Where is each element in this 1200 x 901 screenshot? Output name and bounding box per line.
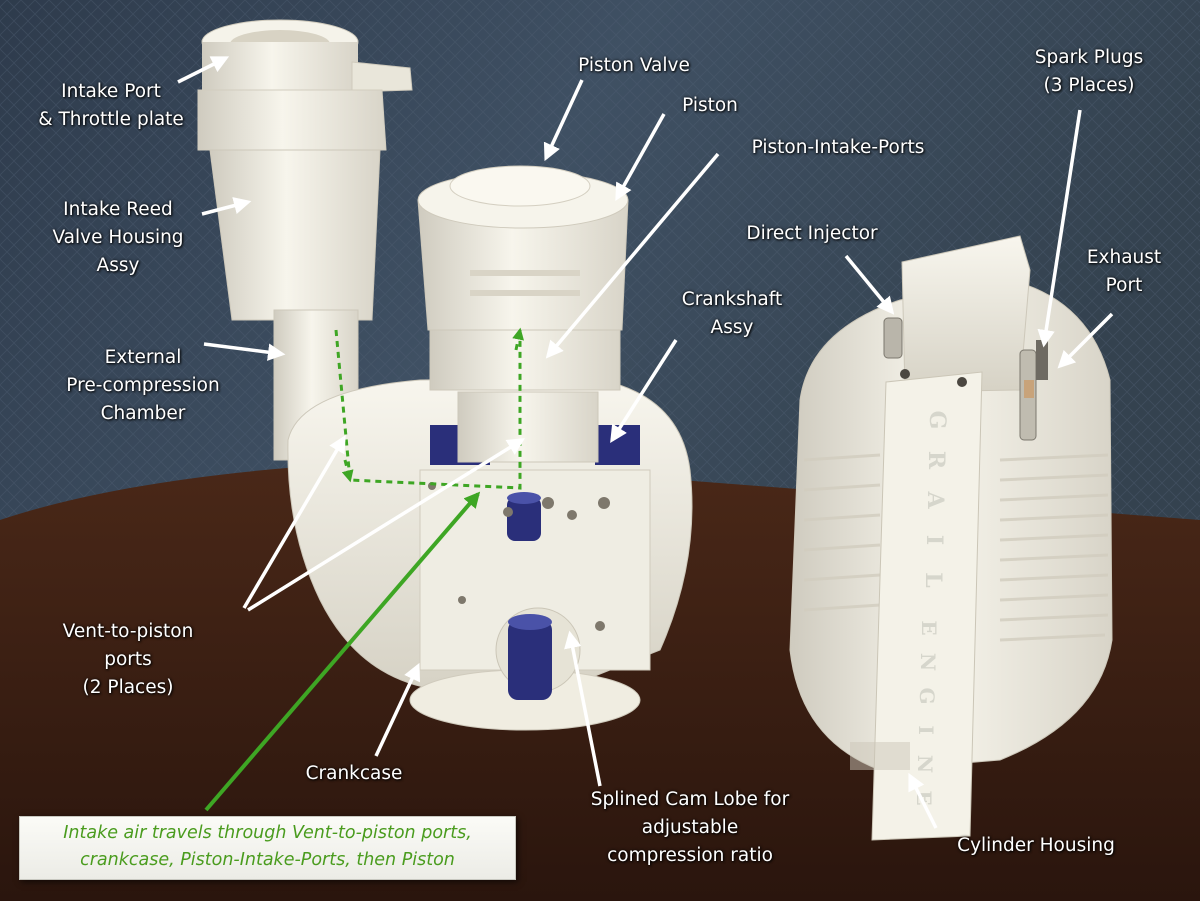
arrow-direct-injector [844,254,895,315]
engraved-letter: A [922,490,948,509]
engraved-letter: G [924,411,950,430]
arrow-intake-reed [201,197,252,216]
label-line: & Throttle plate [38,109,184,130]
engraved-letter: N [916,653,940,671]
intake-air-flow-path [334,327,525,490]
arrow-cylinder-housing [908,772,938,829]
arrow-exhaust-port [1057,312,1114,369]
label-line: ports [104,649,152,670]
caption-pointer-arrow [204,491,481,812]
label-line: Piston Valve [578,55,690,76]
label-line: Port [1105,275,1143,296]
label-line: (2 Places) [82,677,174,698]
engraved-letter: E [917,620,941,635]
label-splined-cam-lobe: Splined Cam Lobe for adjustable compress… [591,786,789,870]
arrow-external-chamber [203,342,286,361]
arrow-crankcase [374,662,421,757]
arrow-piston-intake-ports [545,152,720,359]
engraved-letter: L [920,572,946,587]
label-line: External [104,347,182,368]
caption-line-2: crankcase, Piston-Intake-Ports, then Pis… [80,850,455,870]
label-line: Piston-Intake-Ports [751,137,925,158]
flow-caption-box: Intake air travels through Vent-to-pisto… [19,816,516,880]
caption-line-1: Intake air travels through Vent-to-pisto… [63,823,472,843]
label-piston-intake-ports: Piston-Intake-Ports [752,134,925,162]
arrow-vent-port-1 [242,434,346,609]
label-vent-to-piston-ports: Vent-to-piston ports (2 Places) [63,618,194,702]
label-line: adjustable [641,817,739,838]
label-line: Intake Reed [63,199,173,220]
label-line: compression ratio [607,845,773,866]
label-line: Intake Port [61,81,161,102]
arrow-piston [615,113,666,202]
engraved-letter: I [921,535,947,545]
label-exhaust-port: Exhaust Port [1087,244,1161,300]
arrow-crankshaft [610,339,678,443]
label-line: Splined Cam Lobe for [590,789,790,810]
engraved-letter: R [923,451,949,470]
label-line: Pre-compression [66,375,220,396]
label-line: Vent-to-piston [62,621,194,642]
label-direct-injector: Direct Injector [746,220,877,248]
arrow-vent-port-2 [247,438,525,612]
label-line: Crankcase [305,763,403,784]
label-line: Assy [96,255,140,276]
label-crankshaft-assy: Crankshaft Assy [682,286,782,342]
label-line: Exhaust [1086,247,1162,268]
engraved-letter: G [915,687,939,704]
arrow-splined-cam [564,630,602,787]
arrow-piston-valve [543,79,584,162]
label-cylinder-housing: Cylinder Housing [957,832,1115,860]
annotation-arrows [177,56,1114,829]
cylinder-housing-part [789,235,1113,841]
arrow-intake-port [177,56,230,84]
label-piston-valve: Piston Valve [578,52,690,80]
label-line: Direct Injector [746,223,878,244]
label-line: Valve Housing [52,227,184,248]
label-line: Chamber [100,403,186,424]
label-crankcase: Crankcase [306,760,403,788]
label-line: Piston [682,95,738,116]
engraved-letter: I [914,725,938,734]
label-piston: Piston [682,92,738,120]
label-line: Crankshaft [681,289,783,310]
engine-main-assembly [197,19,693,731]
label-line: Cylinder Housing [957,835,1115,856]
label-spark-plugs: Spark Plugs (3 Places) [1035,44,1143,100]
label-line: Spark Plugs [1034,47,1144,68]
label-external-pre-compression-chamber: External Pre-compression Chamber [66,344,219,428]
label-intake-reed-valve-housing: Intake Reed Valve Housing Assy [52,196,183,280]
engraving-grail: G R A I L [920,411,950,588]
label-intake-port: Intake Port & Throttle plate [38,78,184,134]
label-line: Assy [710,317,754,338]
arrow-spark-plugs [1037,109,1082,348]
label-line: (3 Places) [1043,75,1135,96]
engraved-letter: N [913,755,937,773]
